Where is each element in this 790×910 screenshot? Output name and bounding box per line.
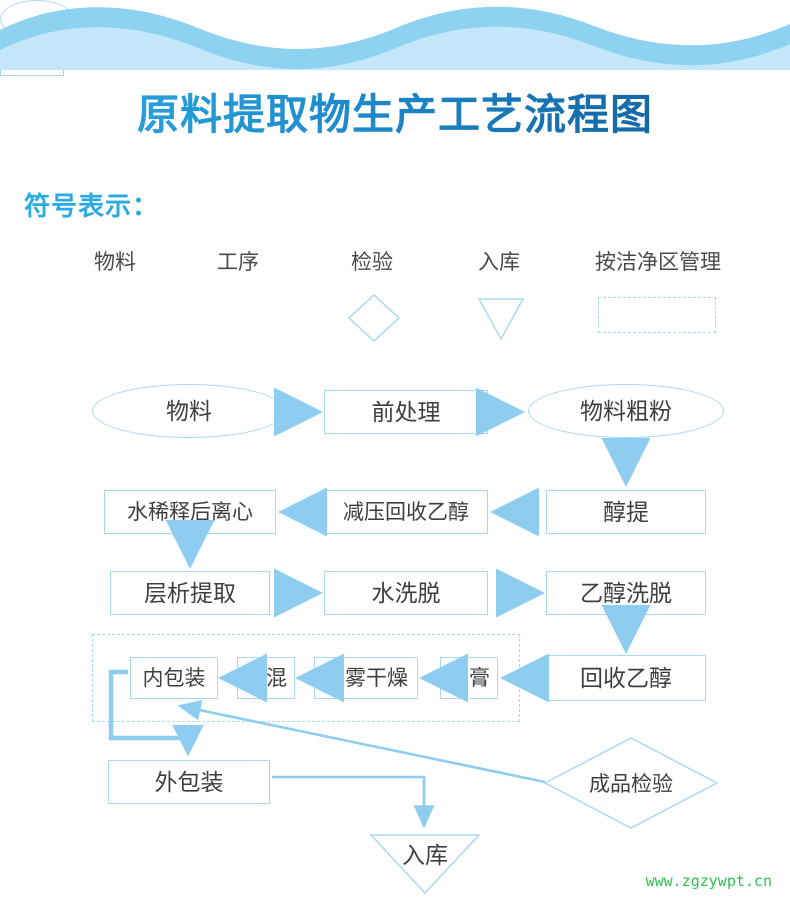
node-ethanol-extraction[interactable]: 醇提 — [546, 490, 706, 534]
node-pretreatment[interactable]: 前处理 — [324, 390, 488, 434]
legend-label-process: 工序 — [217, 251, 259, 274]
node-material[interactable]: 物料 — [92, 384, 286, 438]
wave-header-decoration — [0, 0, 790, 70]
legend-heading: 符号表示： — [24, 191, 160, 221]
legend-label-storage: 入库 — [478, 251, 520, 274]
page-title: 原料提取物生产工艺流程图 — [0, 91, 790, 138]
node-outer-packaging[interactable]: 外包装 — [108, 760, 270, 804]
node-ethanol-elution[interactable]: 乙醇洗脱 — [546, 571, 706, 615]
node-warehouse-entry[interactable] — [369, 833, 481, 895]
node-vacuum-recover-ethanol[interactable]: 减压回收乙醇 — [324, 490, 488, 534]
node-water-dilute-centrifuge[interactable]: 水稀释后离心 — [104, 490, 276, 534]
arrow-outer-packaging-to-warehouse — [272, 775, 435, 829]
node-coarse-powder[interactable]: 物料粗粉 — [528, 384, 724, 438]
node-finished-product-inspection[interactable] — [543, 736, 719, 830]
legend-label-material: 物料 — [94, 251, 136, 274]
node-warehouse-entry-label: 入库 — [402, 842, 448, 868]
wave-band-upper — [0, 6, 790, 69]
node-inner-packaging[interactable]: 内包装 — [130, 657, 218, 699]
legend-shape-diamond — [347, 293, 401, 343]
node-extract-collection[interactable]: 收膏 — [440, 657, 498, 699]
node-total-mixing[interactable]: 总混 — [237, 657, 295, 699]
site-watermark: www.zgzywpt.cn — [645, 872, 772, 890]
node-chromatography-extraction[interactable]: 层析提取 — [110, 571, 270, 615]
node-recover-ethanol[interactable]: 回收乙醇 — [546, 655, 706, 701]
legend-shape-triangle-down — [477, 298, 525, 341]
legend-shape-dashed-rectangle — [598, 297, 716, 333]
node-finished-product-inspection-label: 成品检验 — [589, 773, 673, 796]
legend-label-inspection: 检验 — [351, 251, 393, 274]
legend-label-cleanroom: 按洁净区管理 — [595, 251, 721, 274]
node-water-elution[interactable]: 水洗脱 — [324, 571, 488, 615]
node-spray-drying[interactable]: 喷雾干燥 — [314, 657, 418, 699]
